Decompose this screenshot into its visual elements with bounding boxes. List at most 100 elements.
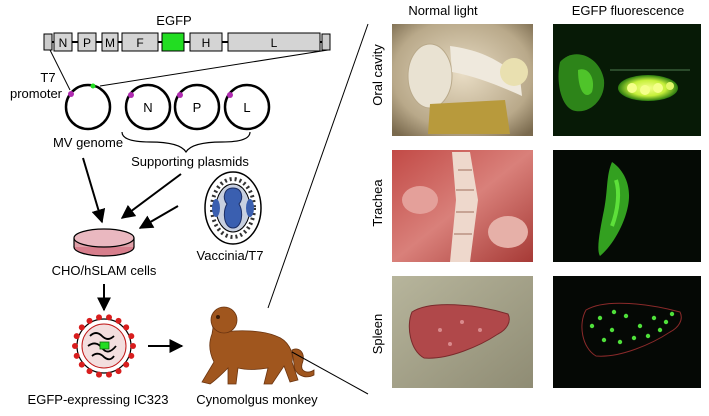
virus-spike (130, 343, 136, 349)
fluorescent-spot (589, 323, 595, 329)
photo-trachea-normal (392, 150, 533, 262)
vaccinia-core (223, 187, 243, 229)
fluorescent-spot (611, 309, 617, 315)
virus-spike (128, 333, 135, 340)
gene-box-p (77, 32, 97, 52)
map-connector-right (99, 49, 329, 87)
t7-label: T7 (40, 70, 55, 85)
fluorescent-spot (663, 319, 669, 325)
virus-label: EGFP-expressing IC323 (28, 392, 169, 407)
row-label-trachea: Trachea (370, 179, 385, 227)
gene-label-p: P (83, 36, 91, 50)
virus-spike (86, 317, 93, 324)
vaccinia-lateral-body-right (246, 199, 254, 217)
egfp-label: EGFP (156, 13, 191, 28)
gene-box-n (53, 32, 73, 52)
fluorescent-spot (609, 327, 615, 333)
culture-dish-icon (73, 228, 135, 257)
virus-spike (123, 324, 130, 331)
fluorescent-spot (631, 335, 637, 341)
t7-promoter-dot (68, 91, 74, 97)
virus-spike (73, 352, 80, 359)
plasmid-p-letter: P (193, 100, 202, 115)
gene-label-n: N (59, 36, 68, 50)
row-label-spleen: Spleen (370, 314, 385, 354)
plasmids-brace (121, 131, 251, 154)
virus-spike (106, 371, 112, 378)
monkey-eye (216, 315, 220, 319)
fluorescent-spot (637, 323, 643, 329)
plasmid-p (173, 83, 221, 131)
plasmid-n-letter: N (143, 100, 152, 115)
virus-spike (86, 368, 93, 375)
gene-box-f (121, 32, 159, 52)
arrow-genome-to-cells (82, 157, 106, 224)
virus-spike (78, 324, 85, 331)
virus-spike (115, 368, 122, 375)
virus-spike (123, 361, 130, 368)
photo-panel: Normal light EGFP fluorescence Oral cavi… (370, 3, 701, 388)
row-label-oral-cavity: Oral cavity (370, 44, 385, 106)
photo-spleen-normal (392, 276, 533, 388)
gene-label-h: H (202, 36, 211, 50)
gene-label-m: M (105, 36, 115, 50)
virus-spike (128, 352, 135, 359)
gene-box-m (101, 32, 119, 52)
arrow-plasmids-to-cells (120, 173, 182, 219)
vaccinia-icon (204, 171, 262, 245)
photo-oral-cavity-normal (392, 24, 533, 136)
mv-genome-label: MV genome (53, 135, 123, 150)
photo-trachea-fluorescence (553, 150, 701, 262)
col-header-egfp-fluorescence: EGFP fluorescence (572, 3, 684, 18)
fluorescent-spot (651, 315, 657, 321)
virus-spike (72, 343, 78, 349)
egfp-dot (90, 83, 96, 89)
genome-end-right (321, 33, 331, 51)
plasmid-p-promoter-dot (177, 92, 183, 98)
map-connector-left (49, 49, 71, 91)
virus-spike (106, 314, 112, 321)
virus-egfp-gene (99, 341, 110, 350)
vaccinia-lateral-body-left (212, 199, 220, 217)
monkey-label: Cynomolgus monkey (196, 392, 318, 407)
virus-spike (115, 317, 122, 324)
vaccinia-label: Vaccinia/T7 (197, 248, 264, 263)
plasmid-l-letter: L (243, 100, 250, 115)
cells-label: CHO/hSLAM cells (52, 263, 157, 278)
fluorescent-spot (645, 333, 651, 339)
promoter-label: promoter (10, 86, 63, 101)
photo-spleen-fluorescence (553, 276, 701, 388)
virus-spike (96, 314, 102, 321)
monkey-head (210, 306, 238, 334)
plasmid-n (124, 83, 172, 131)
supporting-plasmids-label: Supporting plasmids (131, 154, 249, 169)
gene-label-l: L (271, 36, 278, 50)
virus-spike (73, 333, 80, 340)
genome-end-left (43, 33, 53, 51)
virus-spike (78, 361, 85, 368)
mv-genome-plasmid (64, 83, 112, 131)
virus-particle-icon (72, 314, 136, 378)
plasmid-l-promoter-dot (227, 92, 233, 98)
gene-box-l (227, 32, 321, 52)
monkey-tail (291, 348, 315, 378)
gene-box-egfp (161, 32, 185, 52)
fluorescent-spot (669, 311, 675, 317)
monkey-icon (201, 306, 315, 385)
fluorescent-spot (617, 339, 623, 345)
photo-oral-cavity-fluorescence (553, 24, 701, 136)
monkey-to-photos-line-top (267, 23, 369, 309)
fluorescent-spot (597, 315, 603, 321)
monkey-to-photos-line-bottom (291, 351, 369, 395)
gene-box-h (189, 32, 223, 52)
arrow-vaccinia-to-cells (138, 205, 179, 229)
plasmid-l (223, 83, 271, 131)
supporting-plasmids: N P L (121, 83, 271, 154)
virus-spike (96, 371, 102, 378)
col-header-normal-light: Normal light (408, 3, 478, 18)
plasmid-n-promoter-dot (128, 92, 134, 98)
fluorescent-spot (657, 327, 663, 333)
fluorescent-spot (623, 313, 629, 319)
